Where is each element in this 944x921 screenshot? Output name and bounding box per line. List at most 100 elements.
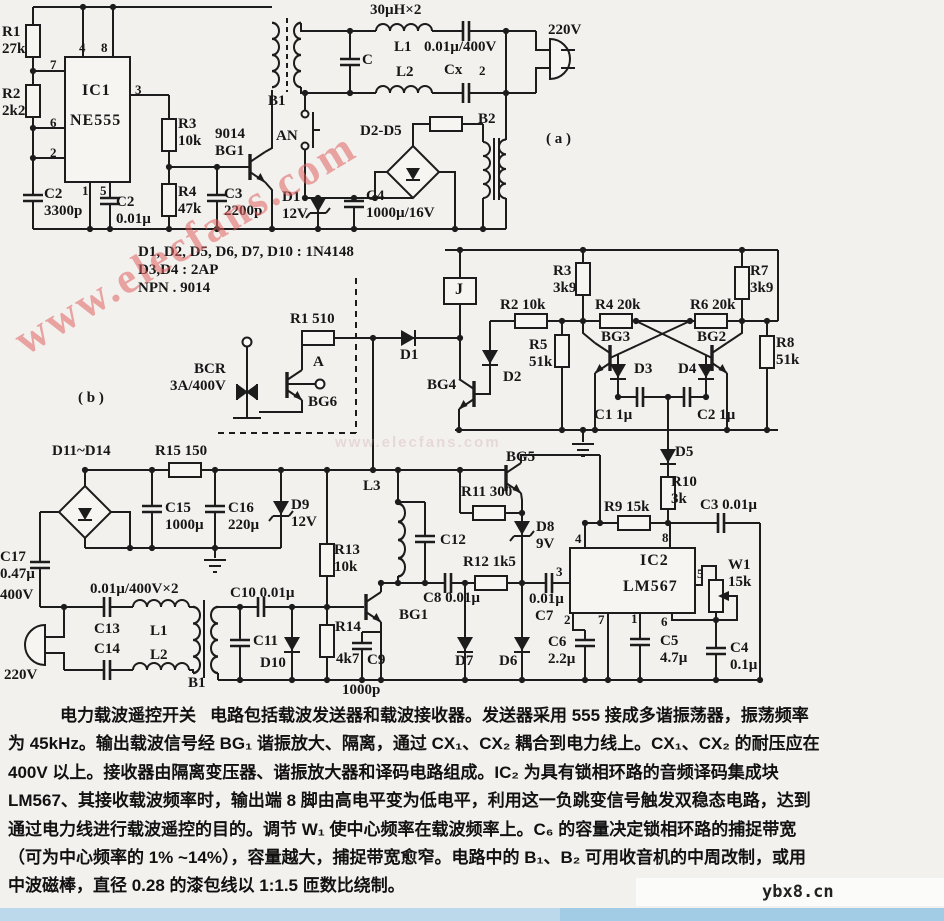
pin-ic1-5: 5	[100, 183, 107, 198]
label-ic1-part: NE555	[70, 112, 122, 129]
label-c15: C15 1000µ	[165, 500, 204, 533]
label-d10: D10	[260, 655, 286, 671]
label-w1: W1 15k	[728, 557, 752, 590]
label-r4b: R4 20k	[595, 297, 641, 313]
pin-ic2-7: 7	[598, 612, 605, 627]
label-r7: R7 3k9	[750, 263, 774, 296]
label-c9: C9	[367, 652, 386, 668]
pin-ic1-8: 8	[101, 40, 108, 55]
label-l3: L3	[363, 478, 381, 494]
label-r12: R12 1k5	[463, 554, 516, 570]
label-c13: C13	[94, 621, 120, 637]
label-c6: C6 2.2µ	[548, 634, 576, 667]
label-l1a: L1	[394, 39, 412, 55]
label-r8: R8 51k	[776, 335, 800, 368]
label-bg6: BG6	[308, 394, 338, 410]
wires-layer	[21, 2, 779, 685]
label-c4b: C4 0.1µ	[730, 640, 758, 673]
label-d6: D6	[499, 653, 518, 669]
label-l1b: L1	[150, 623, 168, 639]
bottom-bar-left	[0, 908, 560, 921]
caption-line: LM567、其接收载波频率时，输出端 8 脚由高电平变为低电平，利用这一负跳变信…	[8, 791, 811, 811]
caption-line: （可为中心频率的 1% ~14%），容量越大，捕捉带宽愈窄。电路中的 B₁、B₂…	[8, 848, 807, 868]
pin-ic1-3: 3	[135, 82, 142, 97]
label-d4: D4	[678, 361, 697, 377]
label-d1a: D1 12V	[282, 189, 308, 222]
label-c2a: C2 3300p	[44, 186, 83, 219]
label-section-b: ( b )	[78, 390, 104, 406]
label-l2a: L2	[396, 64, 414, 80]
label-bcr: BCR	[194, 361, 226, 377]
label-c2b: C2 0.01µ	[116, 194, 151, 227]
caption-text: 电路包括载波发送器和载波接收器。发送器采用 555 接成多谐振荡器，振荡频率	[210, 706, 809, 725]
label-r5: R5 51k	[529, 337, 553, 370]
pin-ic1-4: 4	[79, 40, 86, 55]
label-ic2-part: LM567	[623, 578, 678, 595]
caption-line: 中波磁棒，直径 0.28 的漆包线以 1:1.5 匝数比绕制。	[8, 876, 405, 896]
label-r9: R9 15k	[604, 499, 650, 515]
caption-line: 通过电力线进行载波遥控的目的。调节 W₁ 使中心频率在载波频率上。C₆ 的容量决…	[8, 819, 797, 839]
pin-ic1-7: 7	[50, 57, 57, 72]
pin-ic2-2: 2	[564, 612, 571, 627]
label-c2c: C2 1µ	[697, 407, 736, 423]
label-d8: D8 9V	[536, 519, 555, 552]
label-r4: R4 47k	[178, 184, 202, 217]
label-cap400: 0.01µ/400V	[424, 39, 497, 55]
label-r3b: R3 3k9	[553, 263, 577, 296]
label-bg3: BG3	[601, 329, 631, 345]
label-a-term: A	[313, 354, 324, 370]
note-2ap: D3,D4 : 2AP	[138, 262, 219, 278]
label-bg1a: 9014 BG1	[215, 126, 245, 159]
label-relay-j: J	[455, 281, 464, 298]
caption-block: 电力载波遥控开关电路包括载波发送器和载波接收器。发送器采用 555 接成多谐振荡…	[8, 702, 938, 901]
label-220v-b: 220V	[4, 667, 38, 683]
label-d5: D5	[675, 444, 694, 460]
label-b2: B2	[478, 111, 496, 127]
label-r11: R11 300	[461, 484, 513, 500]
label-c11: C11	[253, 633, 279, 649]
label-r14: R14	[335, 619, 361, 635]
label-r15: R15 150	[155, 443, 208, 459]
label-cx: Cx	[444, 62, 463, 78]
note-npn: NPN . 9014	[138, 280, 211, 296]
label-c14: C14	[94, 641, 120, 657]
label-r13: R13 10k	[334, 542, 360, 575]
label-bg4: BG4	[427, 377, 457, 393]
label-cap4002: 0.01µ/400V×2	[90, 581, 179, 597]
label-bg1b: BG1	[399, 607, 429, 623]
label-r2b: R2 10k	[500, 297, 546, 313]
pin-ic1-1: 1	[82, 183, 89, 198]
caption-line: 为 45kHz。输出载波信号经 BG₁ 谐振放大、隔离，通过 CX₁、CX₂ 耦…	[8, 734, 820, 754]
label-r10: R10 3k	[671, 474, 697, 507]
label-c5: C5 4.7µ	[660, 633, 688, 666]
label-b1a: B1	[268, 93, 286, 109]
label-r1: R1 27k	[2, 24, 26, 57]
label-d2b: D2	[503, 369, 522, 385]
caption-line: 400V 以上。接收器由隔离变压器、谐振放大器和译码电路组成。IC₂ 为具有锁相…	[8, 762, 779, 782]
label-an: AN	[276, 128, 298, 144]
label-220v-a: 220V	[548, 22, 582, 38]
pin-ic2-5: 5	[697, 566, 704, 581]
label-ic1: IC1	[82, 82, 111, 99]
label-c16: C16 220µ	[228, 500, 260, 533]
label-c3: C3 2200p	[224, 186, 263, 219]
label-c12: C12	[440, 532, 466, 548]
label-c10: C10 0.01µ	[230, 585, 295, 601]
pin-ic2-6: 6	[661, 614, 668, 629]
label-c1b: C1 1µ	[594, 407, 633, 423]
label-r6: R6 20k	[690, 297, 736, 313]
pin-ic2-1: 1	[631, 611, 638, 626]
label-d1b: D1	[400, 347, 419, 363]
label-r3: R3 10k	[178, 116, 202, 149]
pin-ic2-3: 3	[556, 564, 563, 579]
label-r14-val: 4k7	[336, 651, 360, 667]
caption-title: 电力载波遥控开关	[60, 706, 196, 725]
pin-ic1-2: 2	[50, 145, 57, 160]
label-c7-val: 0.01µ	[529, 591, 564, 607]
label-c17: C17 0.47µ	[0, 549, 35, 582]
label-r1b: R1 510	[290, 311, 335, 327]
pin-ic1-6: 6	[50, 115, 57, 130]
site-url: ybx8.cn	[762, 882, 834, 902]
